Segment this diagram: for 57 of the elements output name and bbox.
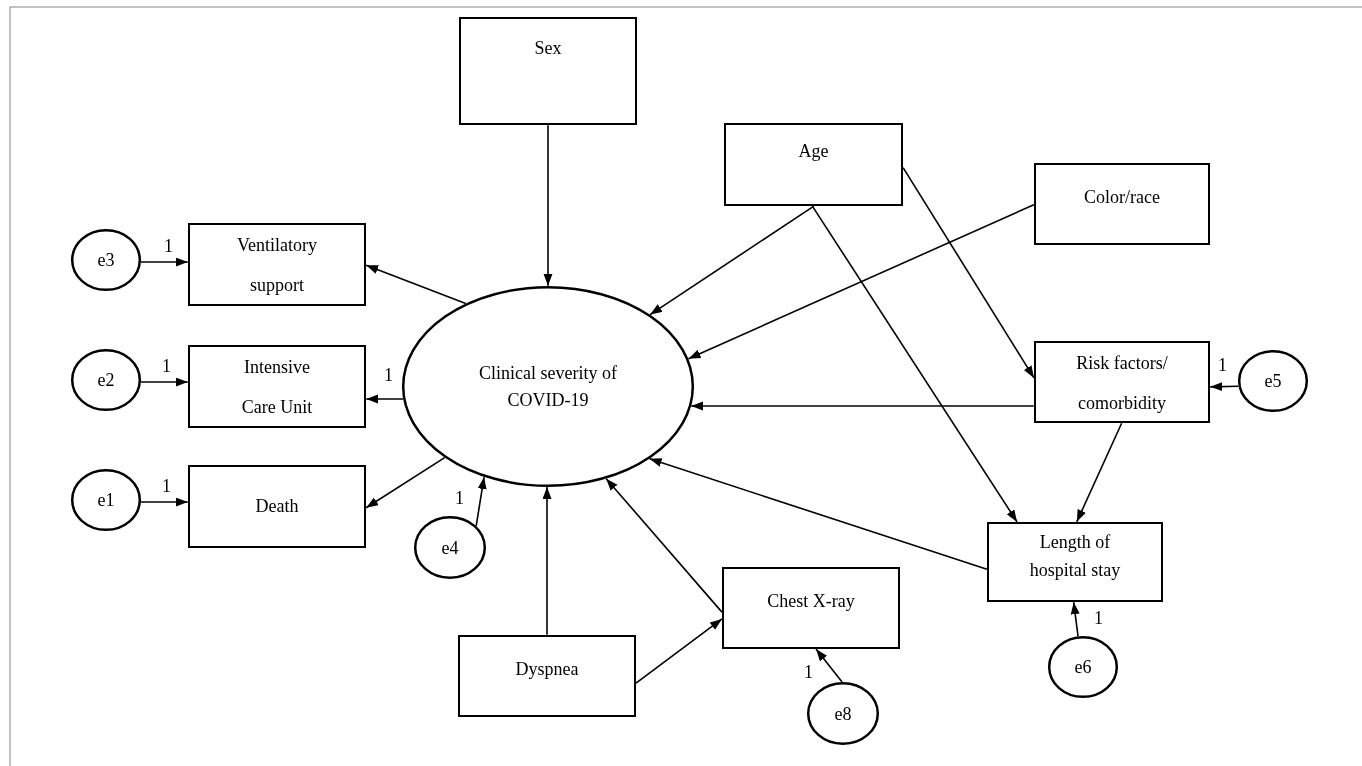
arrow [811, 205, 1018, 523]
arrow [140, 497, 189, 507]
node-label: Risk factors/ comorbidity [1075, 352, 1169, 415]
error-term-circle [414, 516, 486, 579]
node-label: e6 [1074, 657, 1092, 677]
arrow [1076, 422, 1123, 523]
node-label: Color/race [1084, 187, 1160, 207]
node-label: Age [798, 141, 829, 161]
arrow [690, 401, 1035, 411]
variable-box [1034, 163, 1210, 245]
node-label: Intensive Care Unit [240, 356, 314, 419]
node-label: Ventilatory support [236, 234, 318, 297]
node-label: Chest X-ray [767, 591, 855, 611]
node-label: Clinical severity of COVID-19 [478, 361, 618, 412]
arrow [543, 124, 553, 287]
arrow [605, 477, 723, 613]
arrow [365, 264, 467, 305]
node-label: Dyspnea [515, 659, 579, 679]
arrow [649, 205, 815, 316]
arrow [365, 394, 404, 404]
arrow [1209, 382, 1240, 392]
error-term-circle [1238, 350, 1308, 412]
variable-box [188, 465, 366, 548]
variable-box [188, 223, 366, 306]
node-label: e5 [1264, 371, 1282, 391]
arrow [140, 377, 189, 387]
error-term-circle [1048, 636, 1118, 698]
arrow [542, 486, 552, 636]
arrow [815, 648, 843, 683]
variable-box [722, 567, 900, 649]
node-label: Sex [534, 38, 562, 58]
variable-box [987, 522, 1163, 602]
node-label: Length of hospital stay [1028, 531, 1122, 582]
arrow [475, 476, 487, 527]
arrow [687, 203, 1035, 360]
variable-box [458, 635, 636, 717]
arrow [365, 456, 446, 509]
arrow [1070, 601, 1080, 637]
variable-box [459, 17, 637, 125]
error-term-circle [71, 349, 141, 411]
node-label: e3 [97, 250, 115, 270]
node-label: e1 [97, 490, 115, 510]
arrow [635, 618, 723, 684]
node-label: e2 [97, 370, 115, 390]
arrow [648, 457, 988, 571]
variable-box [188, 345, 366, 428]
variable-box [724, 123, 903, 206]
error-term-circle [71, 229, 141, 291]
latent-variable-ellipse [402, 286, 694, 487]
error-term-circle [807, 682, 879, 745]
variable-box [1034, 341, 1210, 423]
node-label: e8 [834, 703, 852, 724]
arrow [902, 166, 1035, 379]
error-term-circle [71, 469, 141, 531]
node-label: Death [255, 496, 299, 516]
arrow [140, 257, 189, 267]
node-label: e4 [441, 537, 459, 558]
